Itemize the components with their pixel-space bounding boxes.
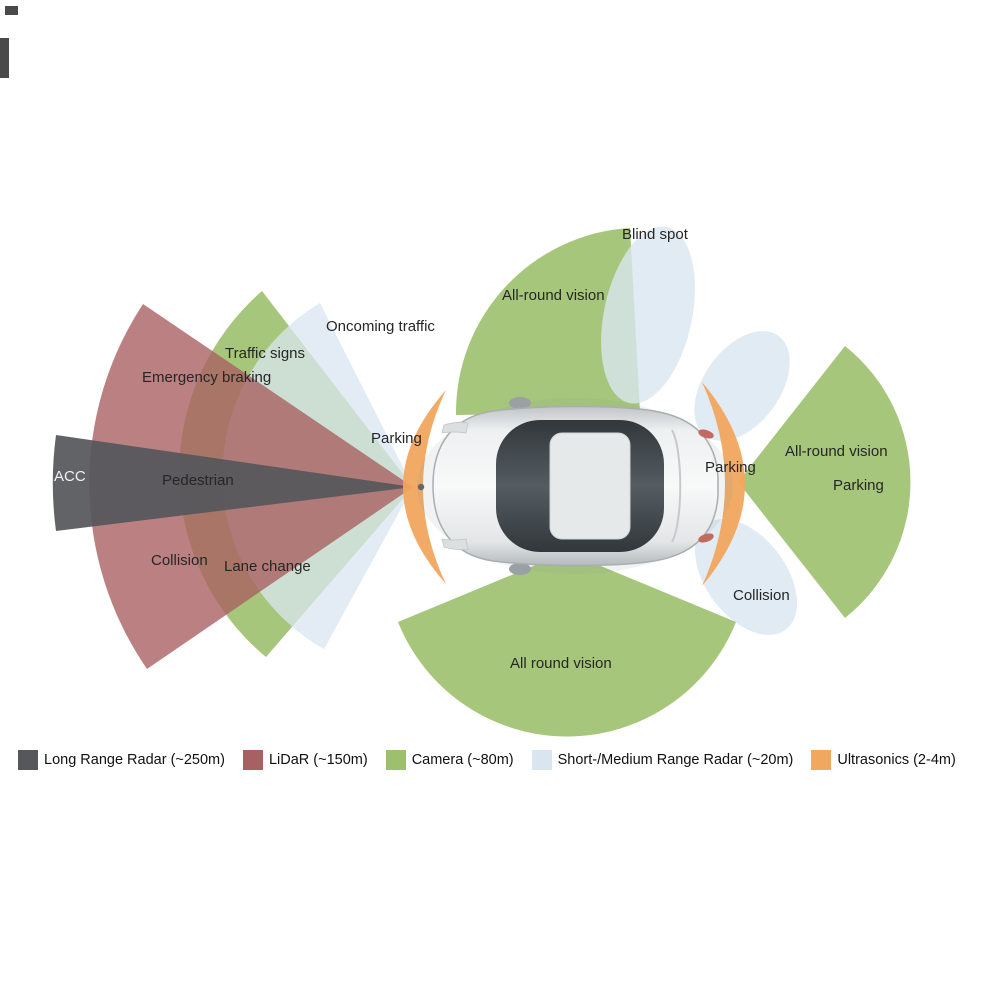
label-lane-change: Lane change — [224, 558, 311, 575]
label-parking-right: Parking — [833, 477, 884, 494]
legend-item-long-range-radar: Long Range Radar (~250m) — [18, 750, 225, 770]
legend-swatch-short-medium-radar — [531, 750, 552, 770]
label-all-round-vision-top: All-round vision — [502, 287, 605, 304]
label-parking-rear: Parking — [705, 459, 756, 476]
label-collision-front: Collision — [151, 552, 208, 569]
camera-fan-top — [455, 228, 640, 415]
blind-spot-radar-lobe — [601, 226, 695, 404]
legend-item-ultrasonics: Ultrasonics (2-4m) — [811, 750, 956, 770]
legend-swatch-long-range-radar — [18, 750, 38, 770]
label-all-round-vision-right: All-round vision — [785, 443, 888, 460]
camera-fan-rear — [738, 346, 911, 618]
sensor-origin-dot — [417, 483, 425, 491]
legend-swatch-ultrasonics — [811, 750, 832, 770]
label-emergency-braking: Emergency braking — [142, 369, 272, 386]
long-range-radar-cone — [52, 435, 414, 531]
edge-mark — [0, 38, 9, 78]
label-collision-rear: Collision — [733, 587, 790, 604]
legend-label-lidar: LiDaR (~150m) — [268, 752, 368, 768]
legend-label-camera: Camera (~80m) — [411, 752, 514, 768]
legend-item-short-medium-radar: Short-/Medium Range Radar (~20m) — [531, 750, 794, 770]
ultrasonic-rear-arc — [702, 382, 745, 586]
trunk-line — [671, 429, 682, 543]
label-blind-spot: Blind spot — [622, 226, 688, 243]
side-mirror-left — [509, 397, 531, 409]
legend-label-short-medium-radar: Short-/Medium Range Radar (~20m) — [557, 752, 794, 768]
legend-swatch-camera — [385, 750, 406, 770]
legend-label-ultrasonics: Ultrasonics (2-4m) — [837, 752, 956, 768]
label-oncoming-traffic: Oncoming traffic — [326, 318, 435, 335]
legend: Long Range Radar (~250m) LiDaR (~150m) C… — [18, 750, 956, 770]
side-mirror-right — [509, 563, 531, 575]
legend-label-long-range-radar: Long Range Radar (~250m) — [44, 752, 225, 768]
tail-light-right — [698, 533, 714, 543]
label-pedestrian: Pedestrian — [162, 472, 234, 489]
legend-item-lidar: LiDaR (~150m) — [242, 750, 368, 770]
headlight-left — [441, 421, 469, 434]
headlight-right — [441, 538, 469, 551]
label-parking-front: Parking — [371, 430, 422, 447]
car-roof — [549, 432, 631, 540]
tail-light-left — [698, 429, 714, 439]
label-traffic-signs: Traffic signs — [225, 345, 306, 362]
ultrasonic-front-arc — [403, 390, 446, 584]
car-top-view — [417, 397, 733, 575]
corner-mark — [5, 6, 18, 15]
legend-swatch-lidar — [242, 750, 263, 770]
camera-fan-bottom — [398, 552, 736, 737]
legend-item-camera: Camera (~80m) — [385, 750, 514, 770]
label-acc: ACC — [54, 468, 86, 485]
label-all-round-vision-bottom: All round vision — [510, 655, 612, 672]
